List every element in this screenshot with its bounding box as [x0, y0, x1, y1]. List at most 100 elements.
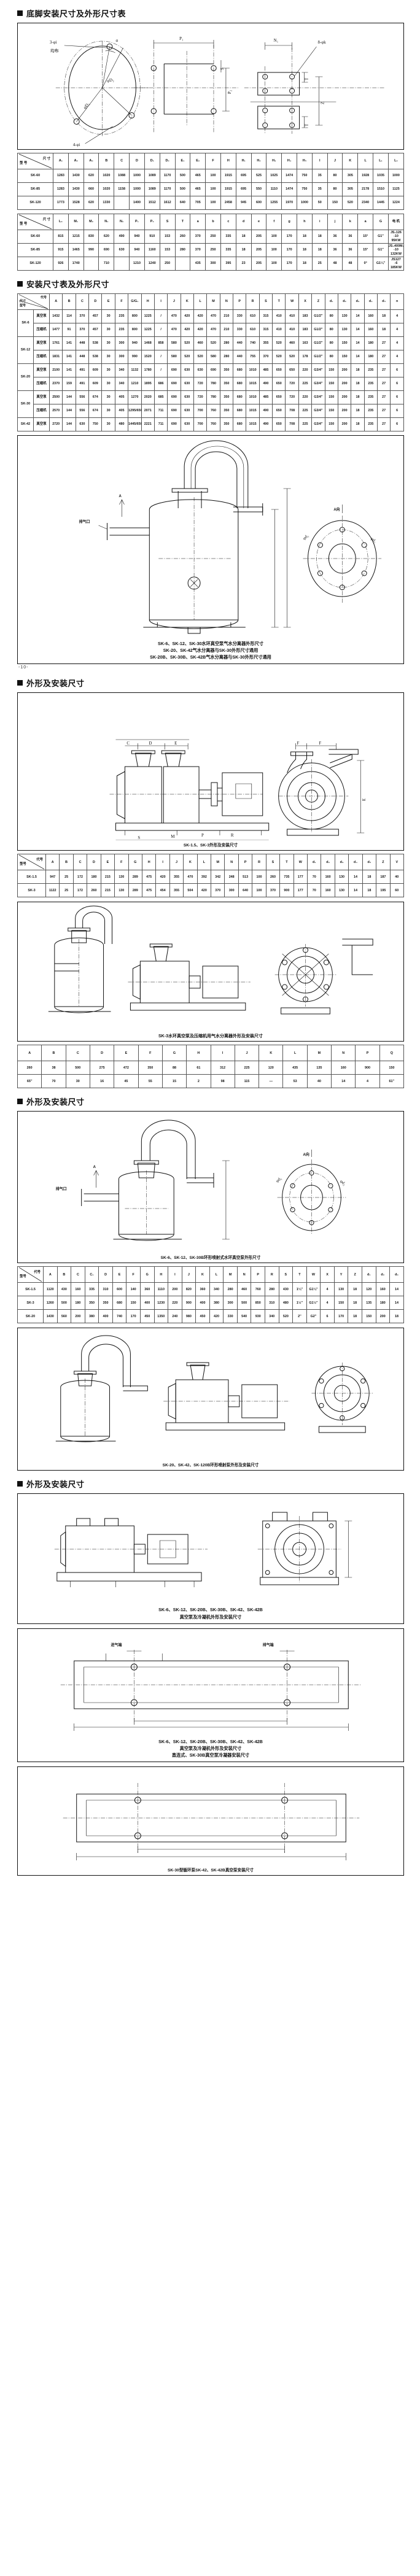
table-value-cell: 140: [126, 1282, 141, 1297]
table-value-cell: 450: [195, 1309, 210, 1324]
table-value-cell: 40: [389, 870, 405, 884]
table-value-cell: 144: [62, 390, 76, 404]
table-value-cell: 680: [233, 377, 247, 391]
table-value-cell: 695: [235, 182, 252, 196]
table-value-cell: 990: [128, 350, 142, 364]
table-header-cell: J: [169, 854, 184, 871]
table-value-cell: 70: [307, 870, 322, 884]
table-header-cell: L: [357, 153, 374, 169]
table-value-cell: 513: [238, 870, 253, 884]
table-value-cell: 1010: [246, 390, 260, 404]
table-header-cell: I: [311, 153, 328, 169]
figure-6-caption: SK-20、SK-42、SK-120B环形喷射泵外形及安装尺寸: [162, 1463, 259, 1468]
table-value-cell: 472: [114, 1061, 139, 1075]
table-value-cell: 504: [183, 883, 198, 898]
table-value-cell: 55: [138, 1074, 163, 1089]
svg-text:φD₂: φD₂: [106, 77, 114, 83]
table-value-cell: 310: [265, 1296, 279, 1310]
table-header-cell: N₂: [114, 214, 130, 230]
figure-5-caption: SK-6、SK-12、SK-30B环形喷射式水环真空泵外形尺寸: [160, 1256, 261, 1261]
table-value-cell: 460: [193, 336, 208, 350]
table-value-cell: 1215: [68, 230, 84, 244]
table-header-cell: E₂: [190, 153, 206, 169]
table-value-cell: 580: [206, 350, 220, 364]
table-value-cell: 448: [75, 336, 90, 350]
table-value-cell: 30: [101, 417, 115, 431]
table-value-cell: 1240: [144, 257, 160, 271]
table-value-cell: 205: [251, 257, 267, 271]
corner-bottom-label: 型号: [20, 862, 26, 866]
table-value-cell: G1/2″: [311, 336, 325, 350]
table-value-cell: 120: [361, 1282, 376, 1297]
table-value-cell: G1½″: [306, 1296, 321, 1310]
table-value-cell: 705: [190, 196, 206, 210]
table-value-cell: 153: [159, 230, 176, 244]
table-corner-cell: 代号 型号: [17, 854, 46, 871]
table-value-cell: 130: [114, 870, 129, 884]
table-value-cell: 340: [265, 1309, 279, 1324]
table-value-cell: 14: [351, 323, 365, 337]
section-heading-3: 外形及安装尺寸: [17, 677, 420, 689]
table-value-cell: 1780: [141, 363, 155, 377]
table-value-cell: 300: [224, 883, 239, 898]
table-value-cell: 350: [98, 1296, 113, 1310]
table-value-cell: 27: [376, 417, 391, 431]
table-value-cell: 450: [139, 1309, 155, 1324]
table-value-cell: 150: [324, 417, 338, 431]
table-value-cell: 490: [259, 417, 273, 431]
table-value-cell: 420: [196, 883, 212, 898]
table-value-cell: 18: [351, 363, 365, 377]
table-header-cell: e: [251, 214, 267, 230]
table-value-cell: 135: [361, 1296, 376, 1310]
table-model-cell: SK-3: [17, 1296, 44, 1310]
table-value-cell: 1225: [141, 309, 155, 323]
table-header-cell: H: [186, 1045, 211, 1062]
table-value-cell: 18: [362, 883, 377, 898]
table-value-cell: 1210: [128, 377, 142, 391]
table-value-cell: 172: [72, 883, 88, 898]
table-value-cell: 200: [375, 1309, 391, 1324]
table-header-cell: E₁: [174, 153, 191, 169]
figure-3-caption: SK-1.5、SK-3外形及安装尺寸: [183, 843, 238, 848]
table-value-cell: 690: [206, 363, 220, 377]
table-value-cell: 170: [281, 243, 297, 257]
table-value-cell: 130: [333, 1282, 349, 1297]
table-value-cell: 940: [129, 243, 145, 257]
table-value-cell: 620: [98, 230, 115, 244]
table-model-cell: SK-85: [17, 182, 53, 196]
table-header-cell: P₂: [144, 214, 160, 230]
table-value-cell: 355: [169, 883, 184, 898]
table-value-cell: G3/4″: [311, 404, 325, 418]
table-header-cell: D: [129, 153, 145, 169]
svg-text:S: S: [138, 835, 140, 840]
table-value-cell: 1035: [373, 169, 389, 183]
table-header-cell: N: [219, 293, 234, 310]
figure-1-frame: α 3-φi 均布 φD₂ φD₁ 4-φi: [17, 23, 404, 150]
table-value-cell: 300: [223, 1296, 238, 1310]
table-value-cell: 1430: [43, 1309, 58, 1324]
table-value-cell: 250: [159, 257, 176, 271]
table-header-cell: B: [59, 854, 74, 871]
table-value-cell: 520: [206, 336, 220, 350]
table-value-cell: 210: [219, 309, 234, 323]
table-header-cell: H₂: [251, 153, 267, 169]
table-value-cell: 858: [154, 336, 168, 350]
table-value-cell: 780: [206, 390, 220, 404]
table-value-cell: 18: [351, 417, 365, 431]
table-value-cell: 340: [114, 377, 129, 391]
figure-3-frame: C D E F: [17, 692, 404, 851]
svg-text:N₁: N₁: [274, 38, 278, 43]
table-header-cell: A: [17, 1045, 42, 1062]
table-corner-cell: 尺 寸 型 号: [17, 214, 53, 230]
section-title-2: 安装尺寸表及外形尺寸: [26, 280, 110, 289]
table-value-cell: 650: [272, 390, 286, 404]
table-value-cell: 260: [265, 870, 281, 884]
table-value-cell: G1¼″: [306, 1282, 321, 1297]
